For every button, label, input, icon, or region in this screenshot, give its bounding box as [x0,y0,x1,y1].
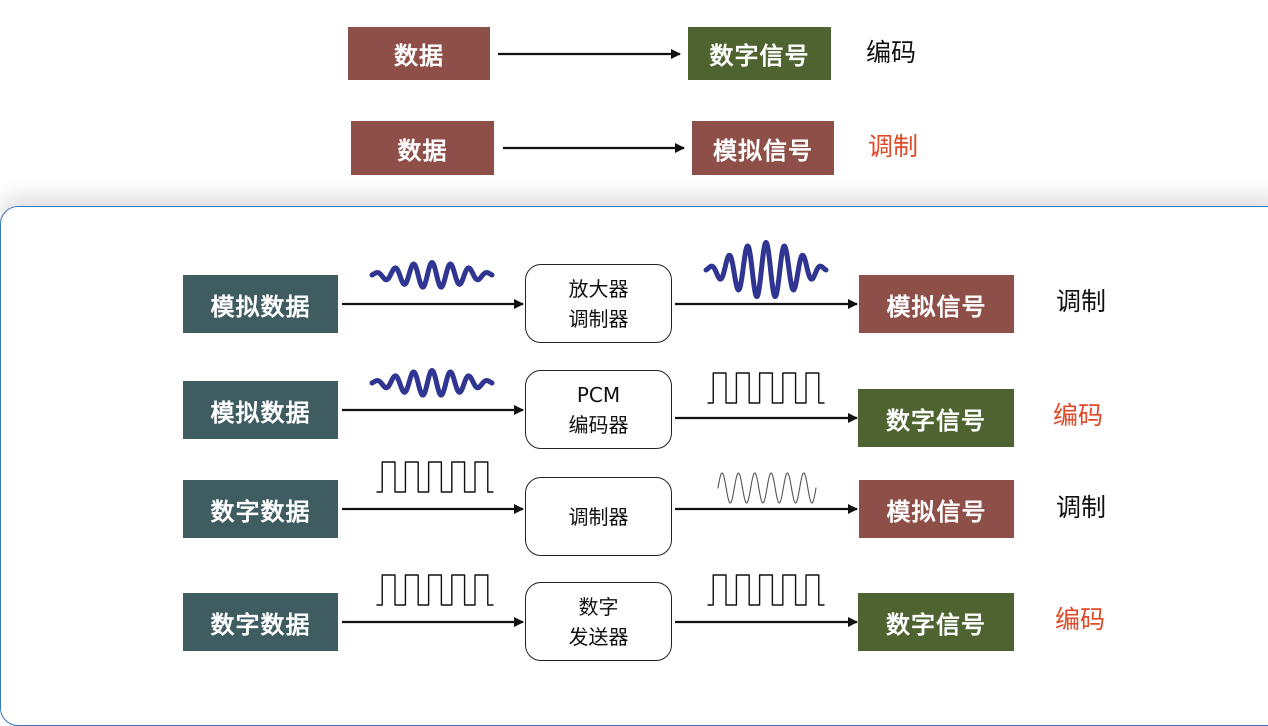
row4-method-label: 编码 [1055,605,1106,634]
row1-target-label: 模拟信号 [886,292,987,321]
row2-source-box: 模拟数据 [183,381,338,439]
sine-small-icon [369,260,495,290]
row4-device-line2: 发送器 [568,624,629,649]
row4-device-line1: 数字 [578,594,619,619]
wave-layer [369,240,829,606]
square-wave-icon [376,574,494,606]
row1-source-label: 模拟数据 [210,292,311,321]
row4-device-box: 数字 发送器 [525,582,672,661]
row3-target-box: 模拟信号 [859,480,1014,538]
row2-target-box: 数字信号 [858,389,1014,447]
square-wave-icon [707,372,825,404]
row2-device-line1: PCM [576,382,621,407]
row1-method-label: 调制 [1056,287,1107,316]
row2-source-label: 模拟数据 [210,398,311,427]
row1-device-line2: 调制器 [568,306,629,331]
row4-source-label: 数字数据 [210,610,311,639]
row2-method-label: 编码 [1053,401,1104,430]
top2-target-label: 模拟信号 [713,136,813,165]
row3-device-line1: 调制器 [568,504,629,529]
top1-source-label: 数据 [394,42,444,70]
row1-source-box: 模拟数据 [183,275,338,333]
top2-source-label: 数据 [397,136,448,165]
row1-target-box: 模拟信号 [859,275,1014,333]
row4-target-label: 数字信号 [886,610,986,639]
top2-target-box: 模拟信号 [692,121,834,175]
row1-device-line1: 放大器 [568,276,629,301]
sine-large-icon [703,240,829,300]
row3-source-box: 数字数据 [183,480,338,538]
top2-source-box: 数据 [351,121,494,175]
row3-target-label: 模拟信号 [886,497,987,526]
row2-target-label: 数字信号 [886,406,986,435]
row3-source-label: 数字数据 [210,497,311,526]
row2-device-box: PCM 编码器 [525,370,672,449]
row4-source-box: 数字数据 [183,593,338,651]
top1-target-label: 数字信号 [709,42,810,70]
top1-source-box: 数据 [348,27,490,80]
arrows-and-waves [342,49,858,627]
arrow-layer [342,49,858,627]
top1-method-label: 编码 [866,38,917,67]
row1-device-box: 放大器 调制器 [525,264,672,343]
thin-sine-icon [717,472,817,504]
sine-small-icon [369,368,495,398]
square-wave-icon [707,574,825,606]
row2-device-line2: 编码器 [568,412,629,437]
row3-device-box: 调制器 [525,477,672,556]
row4-target-box: 数字信号 [858,593,1014,651]
square-wave-icon [376,461,494,493]
top1-target-box: 数字信号 [688,27,831,80]
top2-method-label: 调制 [868,132,919,161]
row3-method-label: 调制 [1056,493,1107,522]
